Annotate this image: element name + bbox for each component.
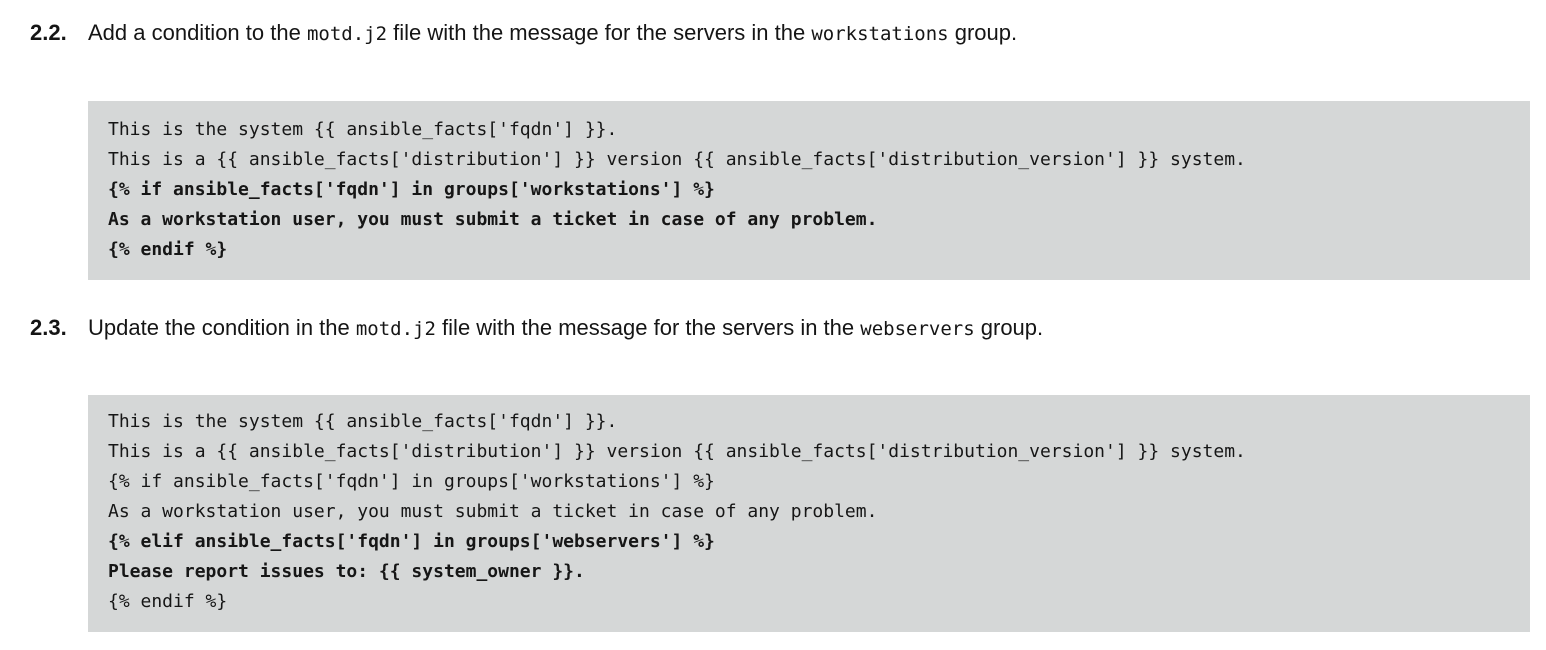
instruction-text: group. xyxy=(948,20,1018,45)
code-block-motd-j2-workstations: This is the system {{ ansible_facts['fqd… xyxy=(88,101,1530,280)
code-line-highlighted: {% elif ansible_facts['fqdn'] in groups[… xyxy=(108,531,715,552)
code-line-highlighted: As a workstation user, you must submit a… xyxy=(108,209,878,230)
step-2-2-number: 2.2. xyxy=(30,20,67,45)
instruction-text: file with the message for the servers in… xyxy=(435,315,861,340)
code-line: {% endif %} xyxy=(108,591,228,612)
inline-code-webservers-group: webservers xyxy=(860,318,975,340)
code-line: This is the system {{ ansible_facts['fqd… xyxy=(108,411,618,432)
code-line: {% if ansible_facts['fqdn'] in groups['w… xyxy=(108,471,715,492)
code-line: As a workstation user, you must submit a… xyxy=(108,501,878,522)
code-line: This is the system {{ ansible_facts['fqd… xyxy=(108,119,618,140)
instruction-text: file with the message for the servers in… xyxy=(387,20,812,45)
instruction-text: Update the condition in the xyxy=(88,315,356,340)
code-block-motd-j2-webservers: This is the system {{ ansible_facts['fqd… xyxy=(88,395,1530,632)
inline-code-workstations-group: workstations xyxy=(811,23,949,45)
inline-code-motd-j2: motd.j2 xyxy=(306,23,388,45)
step-2-3-number: 2.3. xyxy=(30,315,67,340)
code-line-highlighted: {% endif %} xyxy=(108,239,228,260)
code-line-highlighted: Please report issues to: {{ system_owner… xyxy=(108,561,585,582)
inline-code-motd-j2: motd.j2 xyxy=(355,318,436,340)
step-2-2-instruction: Add a condition to the motd.j2 file with… xyxy=(88,19,1530,48)
instruction-text: Add a condition to the xyxy=(88,20,307,45)
code-line: This is a {{ ansible_facts['distribution… xyxy=(108,149,1246,170)
instruction-text: group. xyxy=(974,315,1044,340)
step-2-3-instruction: Update the condition in the motd.j2 file… xyxy=(88,314,1530,343)
code-line: This is a {{ ansible_facts['distribution… xyxy=(108,441,1246,462)
code-line-highlighted: {% if ansible_facts['fqdn'] in groups['w… xyxy=(108,179,715,200)
